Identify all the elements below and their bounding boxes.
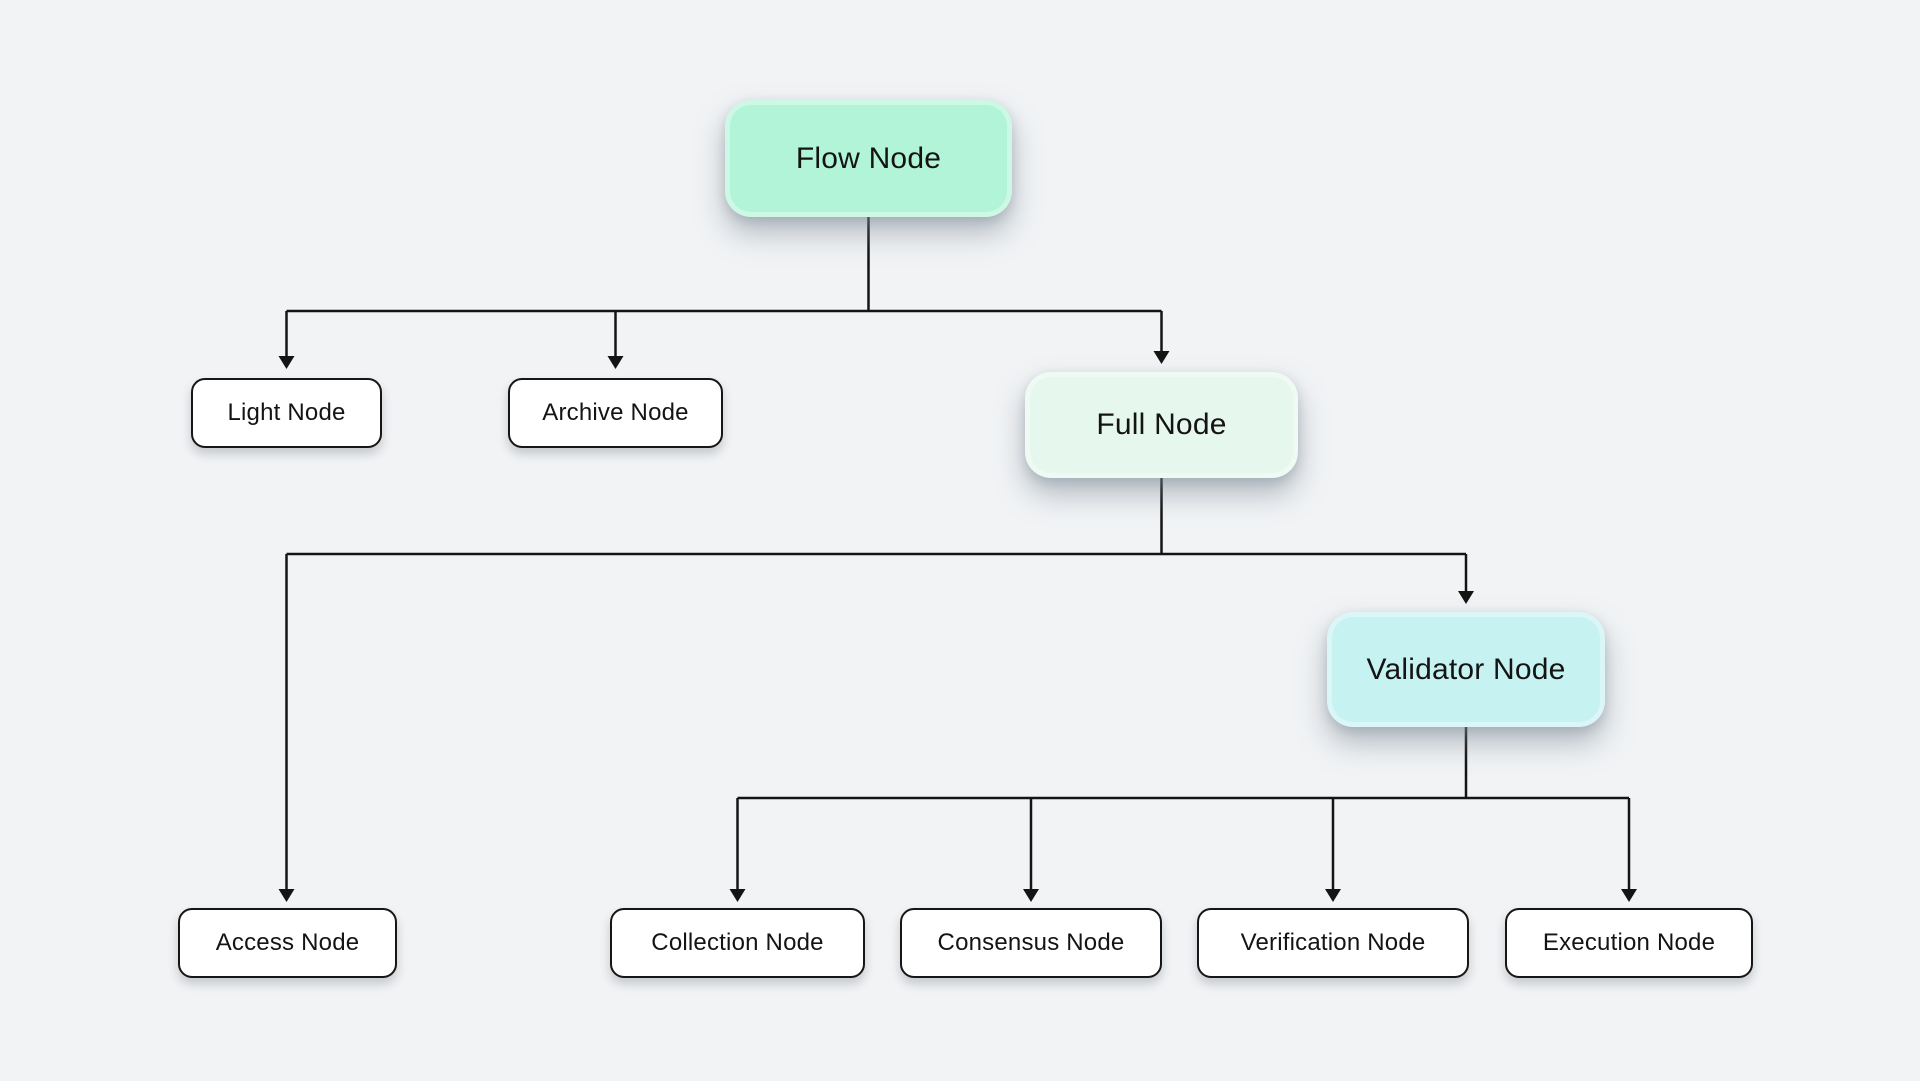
node-collection-node: Collection Node [610,908,865,978]
node-execution-node-label: Execution Node [1542,929,1716,956]
node-light-node: Light Node [191,378,382,448]
node-access-node: Access Node [178,908,397,978]
node-archive-node: Archive Node [508,378,723,448]
node-full-node-label: Full Node [1096,408,1227,441]
node-verification-node: Verification Node [1197,908,1469,978]
node-flow-node: Flow Node [725,100,1012,217]
node-flow-node-label: Flow Node [795,141,942,175]
node-validator-node: Validator Node [1327,612,1605,727]
node-archive-node-label: Archive Node [542,399,689,426]
node-collection-node-label: Collection Node [651,929,824,956]
node-validator-node-label: Validator Node [1366,652,1566,686]
node-access-node-label: Access Node [215,929,360,956]
node-verification-node-label: Verification Node [1240,929,1426,956]
node-full-node: Full Node [1025,372,1298,478]
node-light-node-label: Light Node [227,399,346,426]
node-consensus-node: Consensus Node [900,908,1162,978]
node-consensus-node-label: Consensus Node [937,929,1125,956]
node-execution-node: Execution Node [1505,908,1753,978]
